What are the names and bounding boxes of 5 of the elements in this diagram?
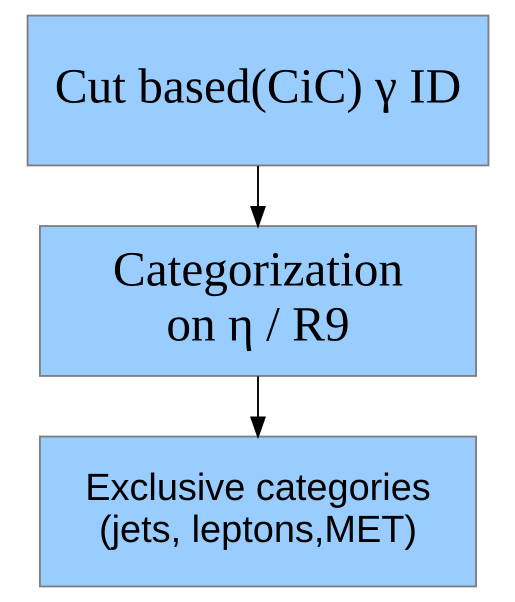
node-box: Cut based(CiC) γ ID — [26, 14, 489, 166]
node-box: Exclusive categories (jets, leptons,MET) — [38, 436, 477, 588]
arrow — [250, 376, 266, 440]
arrow — [250, 166, 266, 229]
node-box: Categorization on η / R9 — [38, 225, 477, 377]
